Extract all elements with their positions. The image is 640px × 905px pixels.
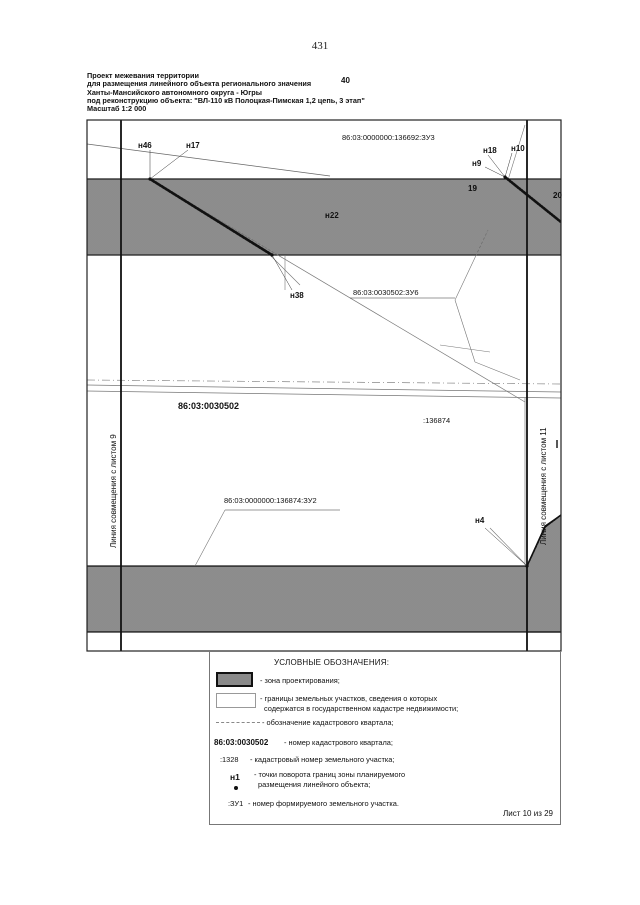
parcel-boundary [87,143,331,177]
parcel-boundary [439,344,491,353]
legend-parcel-sample: :1328 [220,755,239,764]
parcel-boundary [87,384,561,393]
parcel-label-zu3: 86:03:0000000:136692:ЗУ3 [342,133,435,142]
sheet-label: Лист 10 из 29 [503,809,553,818]
legend-parcel-desc: - кадастровый номер земельного участка; [250,755,395,764]
legend-point-dot [234,786,238,790]
point-label-n4: н4 [475,516,485,525]
legend-title: УСЛОВНЫЕ ОБОЗНАЧЕНИЯ: [274,658,390,667]
page-number: 431 [311,40,329,52]
leader-line [149,149,189,180]
parcel-label-zu6: 86:03:0030502:ЗУ6 [353,288,419,297]
parcel-boundary [454,299,476,363]
parcel-boundary [454,229,489,301]
title-block: Проект межевания территории для размещен… [87,71,447,114]
title-line-5: Масштаб 1:2 000 [87,104,147,114]
leader-line [504,152,513,178]
legend-point-desc-2: размещения линейного объекта; [258,780,371,789]
turning-point [148,177,152,181]
leader-line [484,166,506,178]
parcel-boundary [149,178,526,403]
point-label-n46: н46 [138,141,152,150]
zone-edge-bend [526,526,546,567]
title-line-4: под реконструкцию объекта: "ВЛ-110 кВ По… [87,95,365,105]
legend-quarter-swatch [216,722,260,723]
match-label-right: Линия совмещения с листом 11 [539,427,548,545]
projected-line [149,177,273,257]
leader-line [271,254,293,291]
quarter-boundary [87,379,561,385]
zone-edge-bend [544,514,561,528]
point-label-19: 19 [468,184,477,193]
quarter-label: 86:03:0030502 [178,401,239,411]
title-line-1: Проект межевания территории [87,71,199,80]
title-line-3: Ханты-Мансийского автономного округа - Ю… [87,87,262,97]
match-label-left: Линия совмещения с листом 9 [109,434,118,548]
leader-line [487,154,506,178]
design-zone-bottom [87,565,561,633]
legend-boundary-text-2: содержатся в государственном кадастре не… [264,704,459,713]
point-label-n22: н22 [325,211,339,220]
legend-point-desc-1: - точки поворота границ зоны планируемог… [254,770,406,779]
projected-line [504,175,561,224]
turning-point [270,253,274,257]
legend-new-parcel-desc: - номер формируемого земельного участка. [248,799,399,808]
parcel-label-zu2: 86:03:0000000:136874:ЗУ2 [224,496,317,505]
legend-new-parcel-sample: :ЗУ1 [228,799,244,808]
point-label-n9: н9 [472,159,482,168]
point-label-n10: н10 [511,144,525,153]
turning-point [525,564,529,568]
legend-boundary-swatch [216,693,256,708]
turning-point [503,175,507,179]
parcel-boundary [474,361,521,381]
parcel-boundary [489,527,528,567]
legend-zone-text: - зона проектирования; [260,676,340,685]
legend-zone-swatch [216,672,253,687]
design-zone-top [87,178,561,256]
parcel-label-short: :136874 [423,416,450,425]
legend-boundary-text-1: - границы земельных участков, сведения о… [260,694,438,703]
legend: УСЛОВНЫЕ ОБОЗНАЧЕНИЯ: - зона проектирова… [209,651,561,825]
legend-quarter-desc: - номер кадастрового квартала; [284,738,393,747]
parcel-boundary [194,509,226,567]
legend-point-sample: н1 [230,772,240,782]
point-label-n38: н38 [290,291,304,300]
parcel-boundary [87,390,561,399]
point-label-20: 20 [553,191,562,200]
sheet-number: 40 [341,76,350,85]
title-line-2: для размещения линейного объекта региона… [87,79,312,89]
point-label-n18: н18 [483,146,497,155]
leader-line [484,527,528,567]
parcel-boundary [507,124,526,181]
point-label-n17: н17 [186,141,200,150]
legend-quarter-sample: 86:03:0030502 [214,738,269,747]
legend-quarter-line-text: - обозначение кадастрового квартала; [262,718,394,727]
